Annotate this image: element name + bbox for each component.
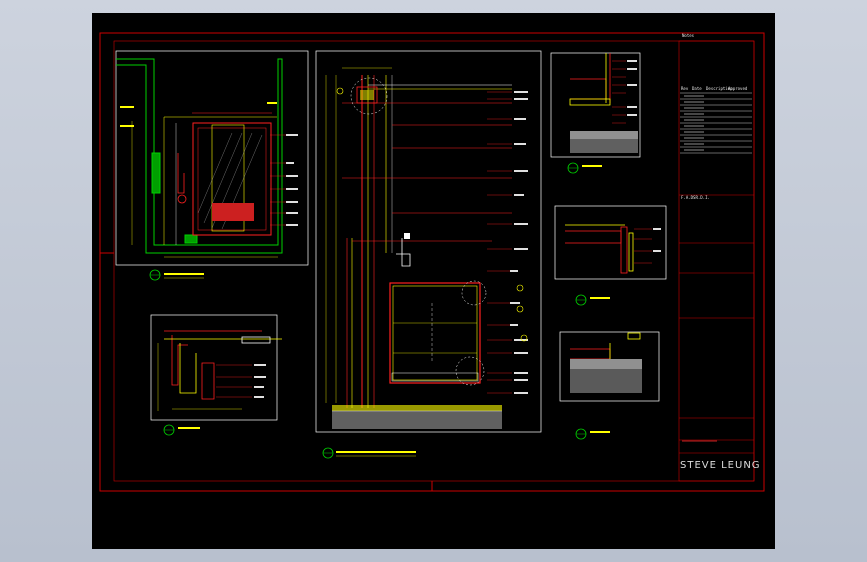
callout-leaders-a: [270, 134, 292, 226]
title-block: [678, 40, 755, 482]
detail-b-text: [254, 364, 266, 398]
revision-table-entries: [684, 95, 704, 151]
panel-elevation-a: [115, 50, 309, 266]
detail-b-leaders: [216, 364, 252, 398]
basin-red: [212, 203, 254, 221]
main-callout-text: [510, 91, 528, 394]
faucet: [396, 238, 411, 267]
stage-label: F.A.DSR.D.I.: [681, 195, 710, 200]
dim-lines-a: [131, 121, 278, 258]
title-bubble-d: [567, 162, 602, 174]
dim-lines-main: [325, 67, 392, 403]
notes-title: Notes: [682, 33, 695, 38]
detail-b-geometry: [164, 330, 282, 400]
top-detail-cap: [350, 77, 388, 115]
revision-col-date: Date: [692, 86, 702, 91]
dim-lines-b: [157, 343, 242, 411]
main-horizontal-guides: [342, 102, 512, 242]
detail-e-text: [653, 228, 661, 252]
main-leaders: [487, 91, 512, 394]
panel-main-elevation: [315, 50, 542, 433]
cad-drawing-sheet: [99, 32, 765, 492]
revision-col-description: Description: [706, 86, 733, 91]
level-markers-a: [120, 102, 277, 127]
floor-slab: [332, 405, 502, 429]
panel-detail-e: [554, 205, 667, 280]
callout-text-a: [286, 134, 298, 226]
title-bubble-b: [163, 424, 200, 436]
section-markers-main: [336, 87, 528, 342]
detail-e-geometry: [565, 224, 634, 274]
cad-viewport[interactable]: Notes Rev Date Description Approved F.A.…: [92, 13, 775, 549]
shower-frame-red: [192, 122, 272, 236]
detail-e-leaders: [634, 228, 652, 264]
shower-screen: [211, 124, 245, 232]
basin-unit: [389, 280, 487, 386]
panel-detail-b: [150, 314, 278, 421]
title-bubble-a: [149, 269, 204, 281]
brand-logo-text: STEVE LEUNG: [680, 460, 761, 471]
panel-detail-f: [559, 331, 660, 402]
revision-table: [680, 92, 752, 154]
detail-d-geometry: [569, 53, 611, 106]
title-bubble-f: [575, 428, 610, 440]
revision-col-approved: Approved: [728, 86, 748, 91]
main-structural-lines: [346, 75, 512, 408]
green-wall-section: [116, 58, 283, 254]
tap-fixture: [177, 153, 185, 194]
title-bubble-e: [575, 294, 610, 306]
detail-d-text: [627, 60, 637, 116]
detail-d-leaders: [612, 60, 626, 124]
title-bubble-main: [322, 447, 416, 459]
revision-col-rev: Rev: [681, 86, 689, 91]
panel-detail-d: [550, 52, 641, 158]
